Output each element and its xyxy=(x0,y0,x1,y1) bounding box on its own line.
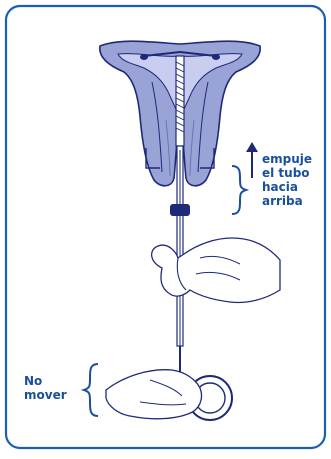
instruction-line: arriba xyxy=(262,194,312,208)
hold-instruction: No mover xyxy=(24,374,67,402)
upper-hand xyxy=(152,238,280,303)
instruction-line: hacia xyxy=(262,180,312,194)
instruction-line: empuje xyxy=(262,152,312,166)
instruction-line: el tubo xyxy=(262,166,312,180)
hold-line: mover xyxy=(24,388,67,402)
push-instruction: empuje el tubo hacia arriba xyxy=(262,152,312,208)
flange xyxy=(170,204,190,216)
hold-line: No xyxy=(24,374,67,388)
